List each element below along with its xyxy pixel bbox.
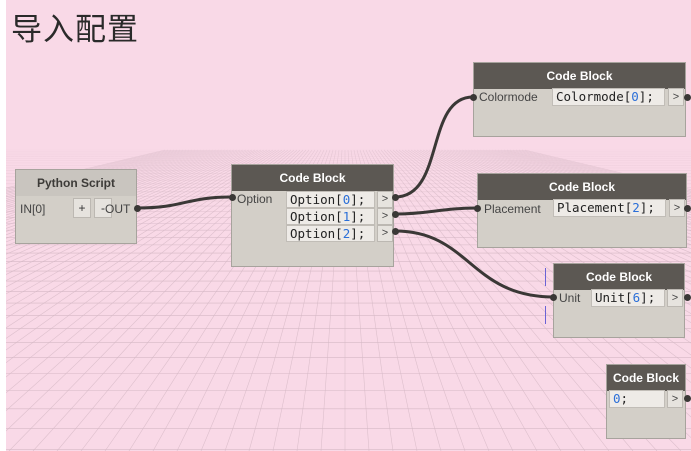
code-number: 0 (342, 192, 351, 207)
option-input-port[interactable]: Option (237, 192, 273, 206)
code-number: 1 (342, 209, 351, 224)
code-text: Unit[ (595, 290, 633, 305)
code-block-colormode-node[interactable]: Code Block Colormode Colormode[0]; > (473, 62, 686, 137)
wire-endpoint (684, 205, 691, 212)
code-text: ; (620, 391, 629, 406)
code-line-placement[interactable]: Placement[2]; (553, 199, 666, 217)
code-line-unit[interactable]: Unit[6]; (591, 289, 665, 307)
wire-endpoint (470, 94, 477, 101)
unit-input-port[interactable]: Unit (559, 291, 581, 305)
output-port-1[interactable]: > (377, 208, 393, 225)
wire-endpoint (392, 228, 399, 235)
code-line-option-0[interactable]: Option[0]; (286, 191, 375, 208)
placement-input-port[interactable]: Placement (484, 202, 541, 216)
code-block-header: Code Block (554, 264, 684, 290)
code-text: Option[ (290, 209, 343, 224)
code-number: 2 (632, 200, 640, 215)
code-line-colormode[interactable]: Colormode[0]; (552, 88, 665, 106)
wire-endpoint (684, 94, 691, 101)
code-text: ]; (350, 226, 366, 241)
text-cursor (545, 306, 546, 324)
code-block-header: Code Block (478, 174, 686, 200)
code-number: 6 (632, 290, 641, 305)
colormode-input-port[interactable]: Colormode (479, 90, 538, 104)
code-number: 2 (342, 226, 351, 241)
code-block-header: Code Block (474, 63, 685, 89)
output-port-2[interactable]: > (377, 225, 393, 242)
remove-input-button[interactable]: - (94, 198, 112, 218)
code-number: 0 (613, 391, 621, 406)
code-block-placement-node[interactable]: Code Block Placement Placement[2]; > (477, 173, 687, 248)
code-text: Option[ (290, 226, 343, 241)
code-text: ]; (350, 209, 366, 224)
code-text: ]; (639, 200, 655, 215)
zero-output-port[interactable]: > (667, 390, 683, 408)
page-title: 导入配置 (11, 12, 139, 48)
colormode-output-port[interactable]: > (668, 88, 684, 106)
wire-endpoint (392, 211, 399, 218)
wire-endpoint (134, 205, 141, 212)
code-text: ]; (638, 89, 654, 104)
code-block-unit-node[interactable]: Code Block Unit Unit[6]; > (553, 263, 685, 338)
code-block-option-node[interactable]: Code Block Option Option[0]; Option[1]; … (231, 164, 394, 267)
code-block-header: Code Block (607, 365, 685, 391)
placement-output-port[interactable]: > (669, 199, 685, 217)
wire-option1-to-placement (394, 206, 479, 216)
python-script-header: Python Script (16, 170, 136, 196)
wire-endpoint (684, 294, 691, 301)
python-script-node[interactable]: Python Script IN[0] + - OUT (15, 169, 137, 244)
wire-endpoint (550, 294, 557, 301)
wire-endpoint (474, 205, 481, 212)
wire-python-to-option (136, 195, 233, 210)
wire-endpoint (684, 395, 691, 402)
code-text: Colormode[ (556, 89, 632, 104)
output-port-0[interactable]: > (377, 191, 393, 208)
code-block-header: Code Block (232, 165, 393, 191)
code-line-zero[interactable]: 0; (609, 390, 665, 408)
unit-output-port[interactable]: > (667, 289, 683, 307)
code-text: Option[ (290, 192, 343, 207)
code-line-option-1[interactable]: Option[1]; (286, 208, 375, 225)
code-block-zero-node[interactable]: Code Block 0; > (606, 364, 686, 439)
code-text: ]; (350, 192, 366, 207)
wire-option2-to-unit (394, 229, 555, 299)
text-cursor (545, 268, 546, 286)
code-text: ]; (640, 290, 656, 305)
wire-option0-to-colormode (394, 95, 474, 199)
code-line-option-2[interactable]: Option[2]; (286, 225, 375, 242)
python-output-port[interactable]: OUT (105, 202, 131, 216)
add-input-button[interactable]: + (73, 198, 91, 218)
code-text: Placement[ (557, 200, 633, 215)
code-number: 0 (631, 89, 639, 104)
wire-endpoint (229, 194, 236, 201)
wire-endpoint (392, 194, 399, 201)
python-input-port[interactable]: IN[0] (20, 202, 46, 216)
